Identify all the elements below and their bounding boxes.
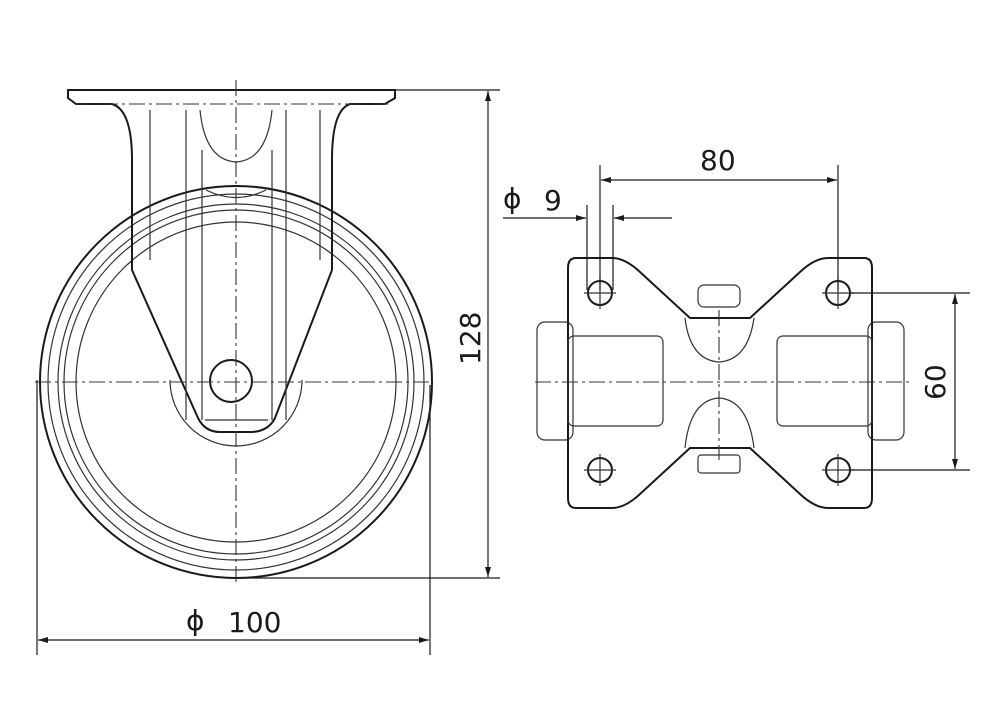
fork-bracket: [67, 89, 396, 433]
hole-spacing-x-label: 80: [700, 144, 736, 177]
height-label: 128: [454, 312, 487, 365]
plate-view: 80 ϕ 9 60: [503, 144, 970, 509]
axle-end-right: [867, 321, 905, 441]
hole-diameter-symbol: ϕ: [503, 182, 521, 215]
wheel-diameter-dimension: ϕ 100: [36, 380, 431, 655]
side-view: 128 ϕ 100: [35, 80, 500, 655]
hole-spacing-x-dimension: 80: [599, 144, 839, 290]
nut: [697, 284, 741, 308]
wheel-diameter-label: 100: [228, 606, 281, 639]
top-plate: [567, 257, 873, 509]
axle-end-left: [536, 321, 574, 441]
hole-diameter-label: 9: [544, 184, 562, 217]
hole-diameter-dimension: ϕ 9: [503, 182, 672, 290]
hole-spacing-y-dimension: 60: [850, 292, 970, 471]
hole-spacing-y-label: 60: [919, 364, 952, 400]
diameter-symbol: ϕ: [186, 604, 204, 637]
axle-nut: [209, 359, 253, 403]
height-dimension: 128: [236, 89, 500, 579]
